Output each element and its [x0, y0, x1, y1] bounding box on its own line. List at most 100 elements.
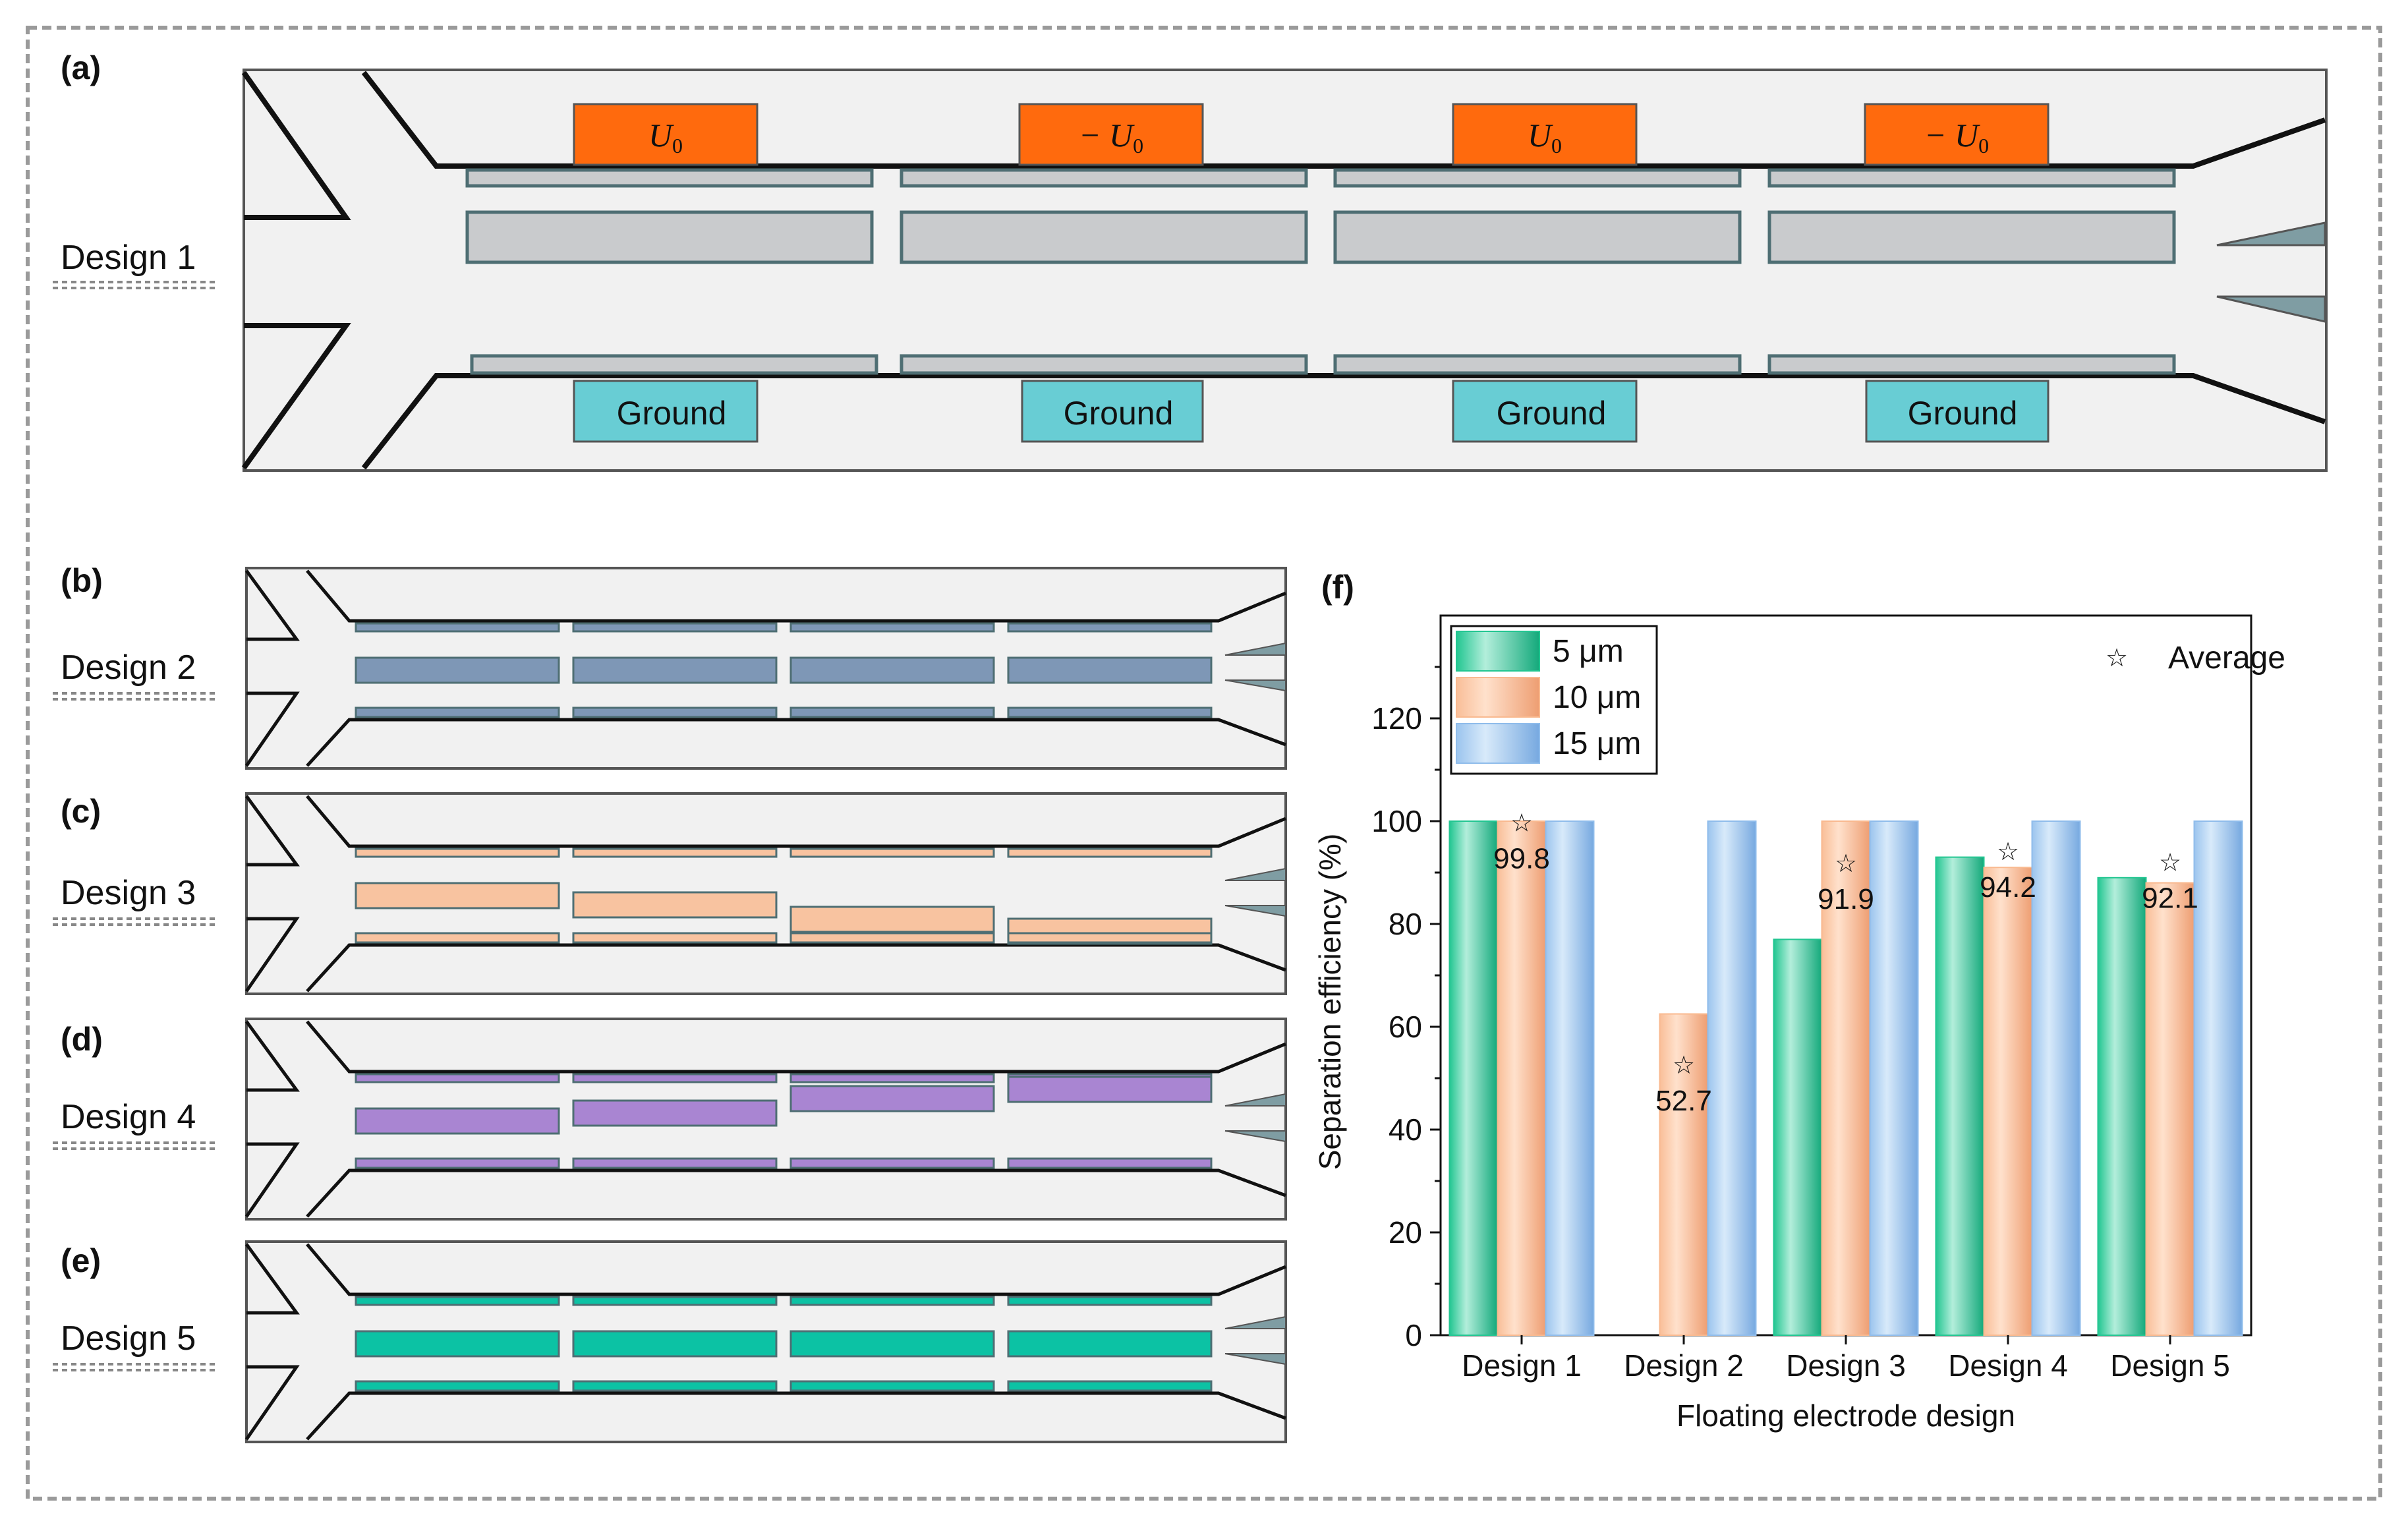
floating-electrode-bottom [572, 932, 778, 944]
x-tick-label: Design 5 [2110, 1348, 2230, 1383]
floating-electrode-middle [572, 1099, 778, 1127]
floating-electrode-top [572, 1073, 778, 1083]
floating-electrode-middle [1767, 210, 2176, 264]
average-star-icon: ☆ [1673, 1052, 1695, 1079]
voltage-label: − U [1924, 117, 1980, 154]
panel-label-e: (e) [61, 1242, 101, 1279]
voltage-electrode: U0 [1452, 103, 1638, 166]
panel-label-d: (d) [61, 1021, 103, 1058]
floating-electrode-bottom [789, 1380, 995, 1392]
bar [1773, 938, 1823, 1336]
outlet-channel [2216, 295, 2326, 323]
voltage-subscript: 0 [1133, 134, 1143, 158]
average-value-label: 99.8 [1493, 843, 1550, 875]
channel-top-wall [306, 795, 1286, 848]
panel-label-a: (a) [61, 49, 101, 86]
floating-electrode-bottom [789, 706, 995, 718]
outlet-channel [1224, 1093, 1286, 1107]
average-value-label: 92.1 [2142, 882, 2198, 915]
floating-electrode-bottom [1007, 706, 1213, 718]
x-tick-label: Design 4 [1948, 1348, 2068, 1383]
design-label-3: Design 3 [61, 874, 196, 912]
inlet-wall [244, 691, 300, 767]
average-star-icon: ☆ [1510, 810, 1533, 838]
average-star-icon: ☆ [1835, 850, 1857, 878]
floating-electrode-top [572, 622, 778, 633]
outlet-channel [1224, 867, 1286, 881]
floating-electrode-bottom [1767, 354, 2176, 375]
y-tick-label: 40 [1389, 1112, 1422, 1147]
bar [1983, 867, 2033, 1336]
floating-electrode-bottom [355, 932, 560, 944]
voltage-electrode: − U0 [1018, 103, 1204, 166]
legend-label: 15 μm [1553, 726, 1641, 761]
x-tick-label: Design 1 [1462, 1348, 1582, 1383]
y-tick-label: 120 [1371, 701, 1422, 735]
voltage-label: U [1528, 117, 1553, 154]
inlet-wall [244, 569, 300, 641]
floating-electrode-middle [1007, 1330, 1213, 1358]
channel-top-wall [306, 1243, 1286, 1296]
floating-electrode-middle [900, 210, 1308, 264]
ground-electrodes: Ground Ground Ground Ground [573, 380, 2050, 443]
bar [1545, 820, 1595, 1336]
voltage-subscript: 0 [1978, 134, 1989, 158]
ground-electrode: Ground [1865, 380, 2050, 443]
outlet-channel [1224, 905, 1286, 917]
outlet-channel [1224, 679, 1286, 692]
floating-electrode-bottom [1007, 1380, 1213, 1392]
floating-electrode-top [355, 848, 560, 858]
floating-electrode-top [900, 168, 1308, 188]
y-tick-label: 60 [1389, 1010, 1422, 1044]
design5-device [244, 1240, 1287, 1443]
figure-frame [26, 26, 2382, 1501]
floating-electrode-top [1007, 622, 1213, 633]
floating-electrode-middle [789, 1085, 995, 1112]
floating-electrode-top [789, 1296, 995, 1306]
bar [2193, 820, 2243, 1336]
average-value-label: 94.2 [1980, 871, 2036, 904]
floating-electrode-bottom [1007, 1157, 1213, 1169]
floating-electrode-middle [572, 891, 778, 919]
floating-electrode-top [355, 1296, 560, 1306]
panel-label-b: (b) [61, 562, 103, 599]
average-value-label: 91.9 [1818, 883, 1874, 915]
floating-electrode-top [572, 1296, 778, 1306]
legend-star-icon: ☆ [2106, 645, 2128, 672]
floating-electrode-top [789, 622, 995, 633]
bar [1448, 820, 1499, 1336]
floating-electrode-top [1767, 168, 2176, 188]
inlet-wall [244, 1020, 300, 1092]
floating-electrode-middle [355, 1330, 560, 1358]
bar [2145, 882, 2195, 1336]
floating-electrode-top [355, 622, 560, 633]
inlet-wall [241, 71, 351, 220]
floating-electrode-middle [572, 1330, 778, 1358]
floating-electrode-bottom [1007, 932, 1213, 944]
floating-electrode-middle [1333, 210, 1742, 264]
bar [1497, 820, 1547, 1336]
floating-electrode-top [1333, 168, 1742, 188]
legend-label: 10 μm [1553, 680, 1641, 715]
x-axis-title: Floating electrode design [1677, 1398, 2015, 1433]
y-tick-label: 80 [1389, 907, 1422, 941]
legend-swatch [1456, 677, 1540, 718]
voltage-electrode: − U0 [1864, 103, 2050, 166]
channel-bottom-wall [306, 943, 1286, 993]
ground-electrode: Ground [1021, 380, 1204, 443]
floating-electrode-bottom [470, 354, 878, 375]
x-tick-label: Design 3 [1786, 1348, 1906, 1383]
voltage-electrodes: U0 − U0 U0 − U0 [573, 103, 2050, 166]
legend-swatch [1456, 631, 1540, 672]
channel-bottom-wall [361, 373, 2326, 470]
floating-electrode-top [355, 1073, 560, 1083]
floating-electrode-middle [355, 882, 560, 909]
bar [1821, 820, 1871, 1336]
bar [1659, 1013, 1709, 1336]
ground-label: Ground [1908, 395, 2018, 432]
floating-electrode-top [572, 848, 778, 858]
svg-text:U0: U0 [1528, 117, 1562, 158]
